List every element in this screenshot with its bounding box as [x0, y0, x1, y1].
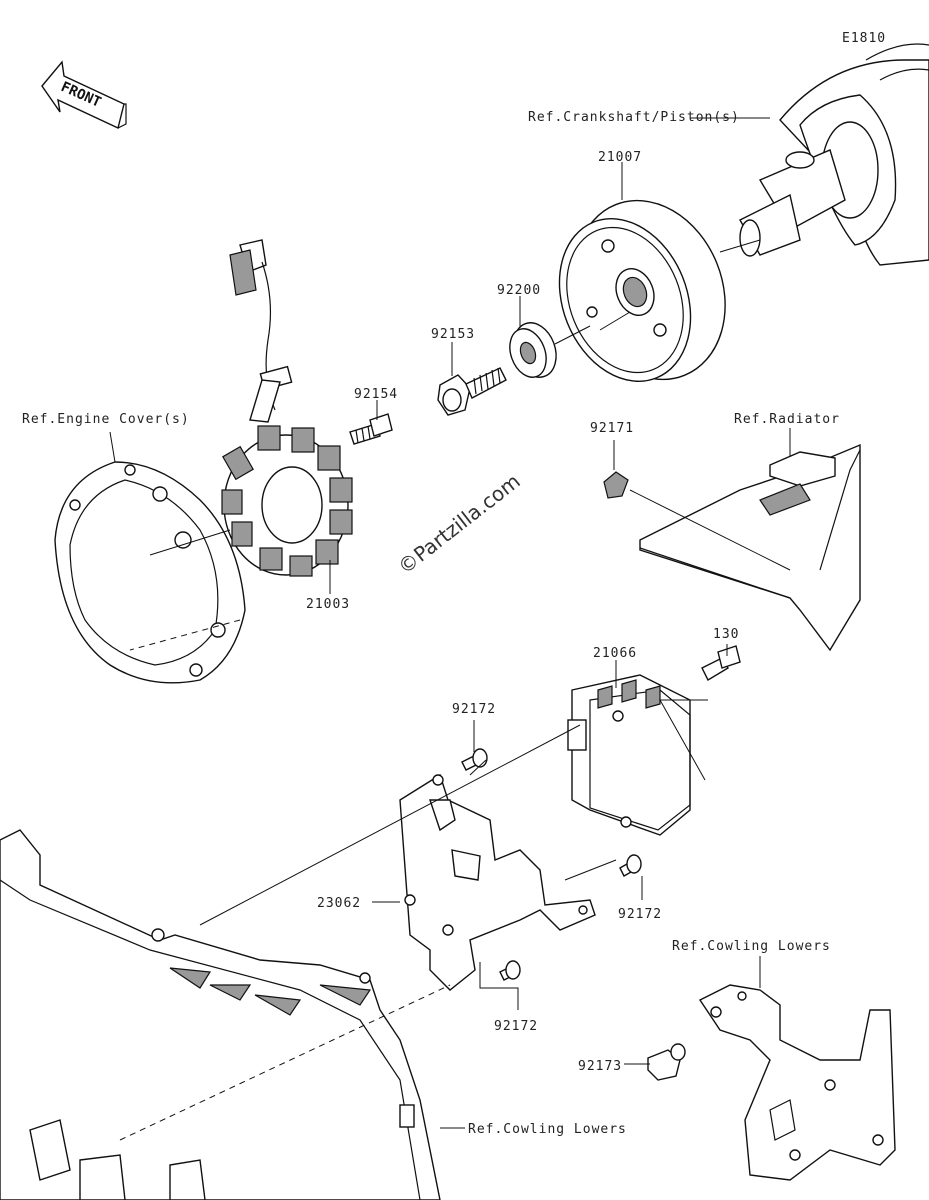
crankshaft-ref-part — [739, 43, 929, 266]
stator-21003-part — [221, 239, 353, 577]
label-ref-radiator: Ref.Radiator — [734, 412, 840, 427]
watermark: ©Partzilla.com — [393, 469, 524, 579]
label-92172-c: 92172 — [494, 1019, 538, 1034]
grommet-92173-part — [647, 1043, 686, 1081]
label-92154: 92154 — [354, 387, 398, 402]
label-130: 130 — [713, 627, 739, 642]
label-21007: 21007 — [598, 150, 642, 165]
dashed-lines — [119, 619, 451, 1141]
label-92200: 92200 — [497, 283, 541, 298]
regulator-21066-part — [567, 674, 691, 836]
label-ref-crankshaft: Ref.Crankshaft/Piston(s) — [528, 110, 740, 125]
label-21003: 21003 — [306, 597, 350, 612]
label-ref-cowling-lowers-b: Ref.Cowling Lowers — [468, 1122, 627, 1137]
radiator-ref-part — [639, 443, 861, 652]
bolt-92154-part — [349, 413, 393, 445]
label-92173: 92173 — [578, 1059, 622, 1074]
screw-92172-c-part — [499, 960, 521, 981]
bolt-130-part — [701, 645, 741, 681]
bracket-23062-part — [399, 773, 596, 991]
cowling-lower-right-ref-part — [698, 984, 896, 1181]
label-92153: 92153 — [431, 327, 475, 342]
cowling-lower-left-ref-part — [0, 829, 441, 1200]
label-23062: 23062 — [317, 896, 361, 911]
label-92172-b: 92172 — [618, 907, 662, 922]
washer-92200-part — [509, 322, 557, 378]
bolt-92153-part — [437, 367, 507, 416]
screw-92172-a-part — [461, 748, 488, 771]
engine-cover-ref-part — [54, 461, 246, 684]
label-92171: 92171 — [590, 421, 634, 436]
flywheel-21007-part — [558, 199, 726, 382]
diagram-id: E1810 — [842, 31, 886, 46]
label-ref-engine-cover: Ref.Engine Cover(s) — [22, 412, 190, 427]
label-92172-a: 92172 — [452, 702, 496, 717]
clip-92171-part — [603, 471, 629, 499]
label-21066: 21066 — [593, 646, 637, 661]
leader-lines — [109, 117, 791, 1129]
front-arrow-icon: FRONT — [41, 60, 127, 129]
screw-92172-b-part — [619, 854, 642, 877]
label-ref-cowling-lowers-a: Ref.Cowling Lowers — [672, 939, 831, 954]
